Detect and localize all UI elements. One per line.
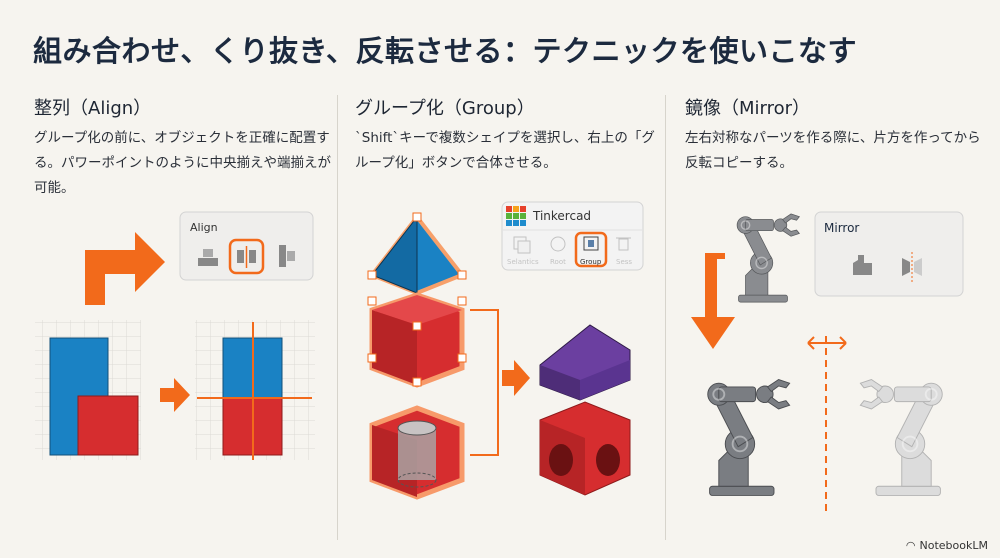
section-heading: 整列（Align）	[34, 98, 152, 119]
mirror-icon[interactable]	[902, 252, 922, 282]
page-title: 組み合わせ、くり抜き、反転させる：テクニックを使いこなす	[33, 34, 857, 68]
brand-label: NotebookLM	[919, 539, 988, 552]
align-center-button[interactable]	[228, 238, 265, 275]
section-body: グループ化の前に、オブジェクトを正確に配置する。パワーポイントのように中央揃えや…	[34, 130, 331, 196]
tinkercad-title: Tinkercad	[532, 209, 591, 223]
align-panel: Align	[179, 211, 314, 281]
root-button[interactable]: Root	[550, 236, 566, 266]
mirror-panel-title: Mirror	[824, 221, 859, 235]
section-mirror: 鏡像（Mirror） 左右対称なパーツを作る際に、片方を作ってから反転コピーする…	[685, 94, 985, 176]
copy-button[interactable]: Selantics	[507, 236, 539, 266]
down-arrow	[691, 253, 735, 349]
align-bottom-icon[interactable]	[198, 249, 218, 266]
robot-arm-left	[706, 378, 791, 497]
trash-button[interactable]: Sess	[616, 237, 632, 266]
label: Selantics	[507, 258, 539, 266]
group-button[interactable]	[574, 231, 608, 268]
align-center-icon	[237, 246, 256, 268]
mirror-axis	[807, 336, 847, 513]
aligned-grid	[195, 320, 315, 460]
red-cube-with-holes	[539, 401, 631, 496]
label: Root	[550, 258, 566, 266]
group-icon: Group	[580, 236, 602, 266]
section-heading: グループ化（Group）	[355, 98, 535, 119]
unaligned-grid	[35, 320, 141, 460]
red-cube-selected	[367, 292, 467, 388]
section-body: `Shift`キーで複数シェイプを選択し、右上の「グループ化」ボタンで合体させる…	[355, 130, 655, 171]
blue-pyramid	[367, 212, 467, 296]
purple-house	[539, 324, 631, 401]
section-align: 整列（Align） グループ化の前に、オブジェクトを正確に配置する。パワーポイン…	[34, 94, 334, 201]
object-icon	[853, 255, 872, 275]
red-cube-with-hole-cylinder	[369, 405, 465, 500]
label: Group	[580, 258, 602, 266]
section-body: 左右対称なパーツを作る際に、片方を作ってから反転コピーする。	[685, 130, 981, 171]
right-arrow	[160, 378, 190, 412]
group-bracket-arrow	[470, 309, 530, 456]
section-group: グループ化（Group） `Shift`キーで複数シェイプを選択し、右上の「グル…	[355, 94, 655, 176]
robot-arm-original	[736, 213, 801, 303]
tinkercad-panel: Tinkercad Selantics Root Group Sess	[501, 201, 644, 271]
tinkercad-logo	[506, 206, 526, 226]
column-divider	[337, 95, 338, 540]
section-heading: 鏡像（Mirror）	[685, 98, 811, 119]
label: Sess	[616, 258, 632, 266]
notebooklm-icon: ◠	[905, 539, 916, 552]
align-panel-title: Align	[190, 221, 218, 234]
orange-turn-arrow	[85, 232, 165, 305]
column-divider	[665, 95, 666, 540]
align-left-icon[interactable]	[279, 245, 295, 267]
footer-brand: ◠ NotebookLM	[906, 539, 988, 552]
robot-arm-mirrored	[859, 378, 944, 497]
mirror-panel: Mirror	[814, 211, 964, 297]
